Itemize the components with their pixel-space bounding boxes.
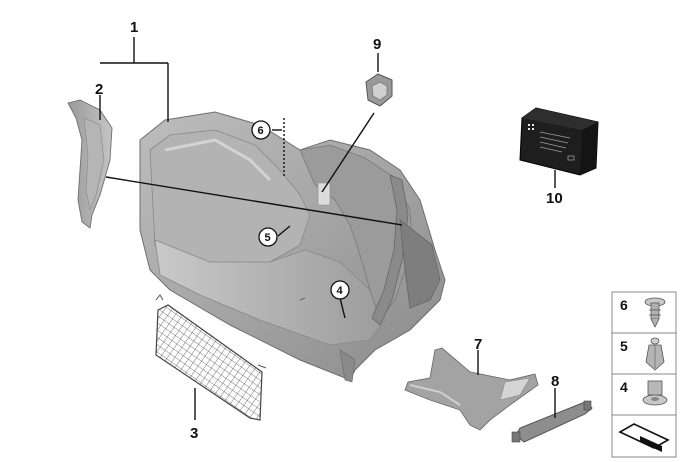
trunk-side-trim-panel xyxy=(139,111,446,383)
callout-circle-4: 4 xyxy=(330,280,350,300)
callout-2: 2 xyxy=(95,81,103,98)
push-clip-icon xyxy=(644,297,666,328)
expanding-nut-icon xyxy=(642,380,668,406)
legend-number-4: 4 xyxy=(620,379,628,395)
legend-number-6: 6 xyxy=(620,297,628,313)
svg-text:5: 5 xyxy=(265,232,271,244)
legend-number-5: 5 xyxy=(620,338,628,354)
side-trim-panel-part-2 xyxy=(67,99,113,229)
fastener-legend: 6 5 4 xyxy=(611,291,677,458)
callout-circle-6: 6 xyxy=(251,120,271,140)
svg-text:4: 4 xyxy=(337,285,344,297)
callout-9: 9 xyxy=(373,36,381,53)
callout-circle-5: 5 xyxy=(258,227,278,247)
callout-3: 3 xyxy=(190,425,198,442)
callout-10: 10 xyxy=(546,190,563,207)
callout-1: 1 xyxy=(130,19,138,36)
lower-trim-part-7 xyxy=(404,347,539,431)
strap-handle-part-8 xyxy=(511,400,593,443)
expanding-rivet-icon xyxy=(645,337,665,371)
leader-lines xyxy=(99,37,556,420)
callout-7: 7 xyxy=(474,336,482,353)
luggage-net-part-3 xyxy=(155,294,267,421)
callout-8: 8 xyxy=(551,373,559,390)
first-aid-kit-part-10 xyxy=(519,107,599,176)
svg-text:6: 6 xyxy=(258,125,264,137)
trunk-trim-symbol-icon xyxy=(618,423,670,452)
grommet-part-9 xyxy=(365,73,393,107)
